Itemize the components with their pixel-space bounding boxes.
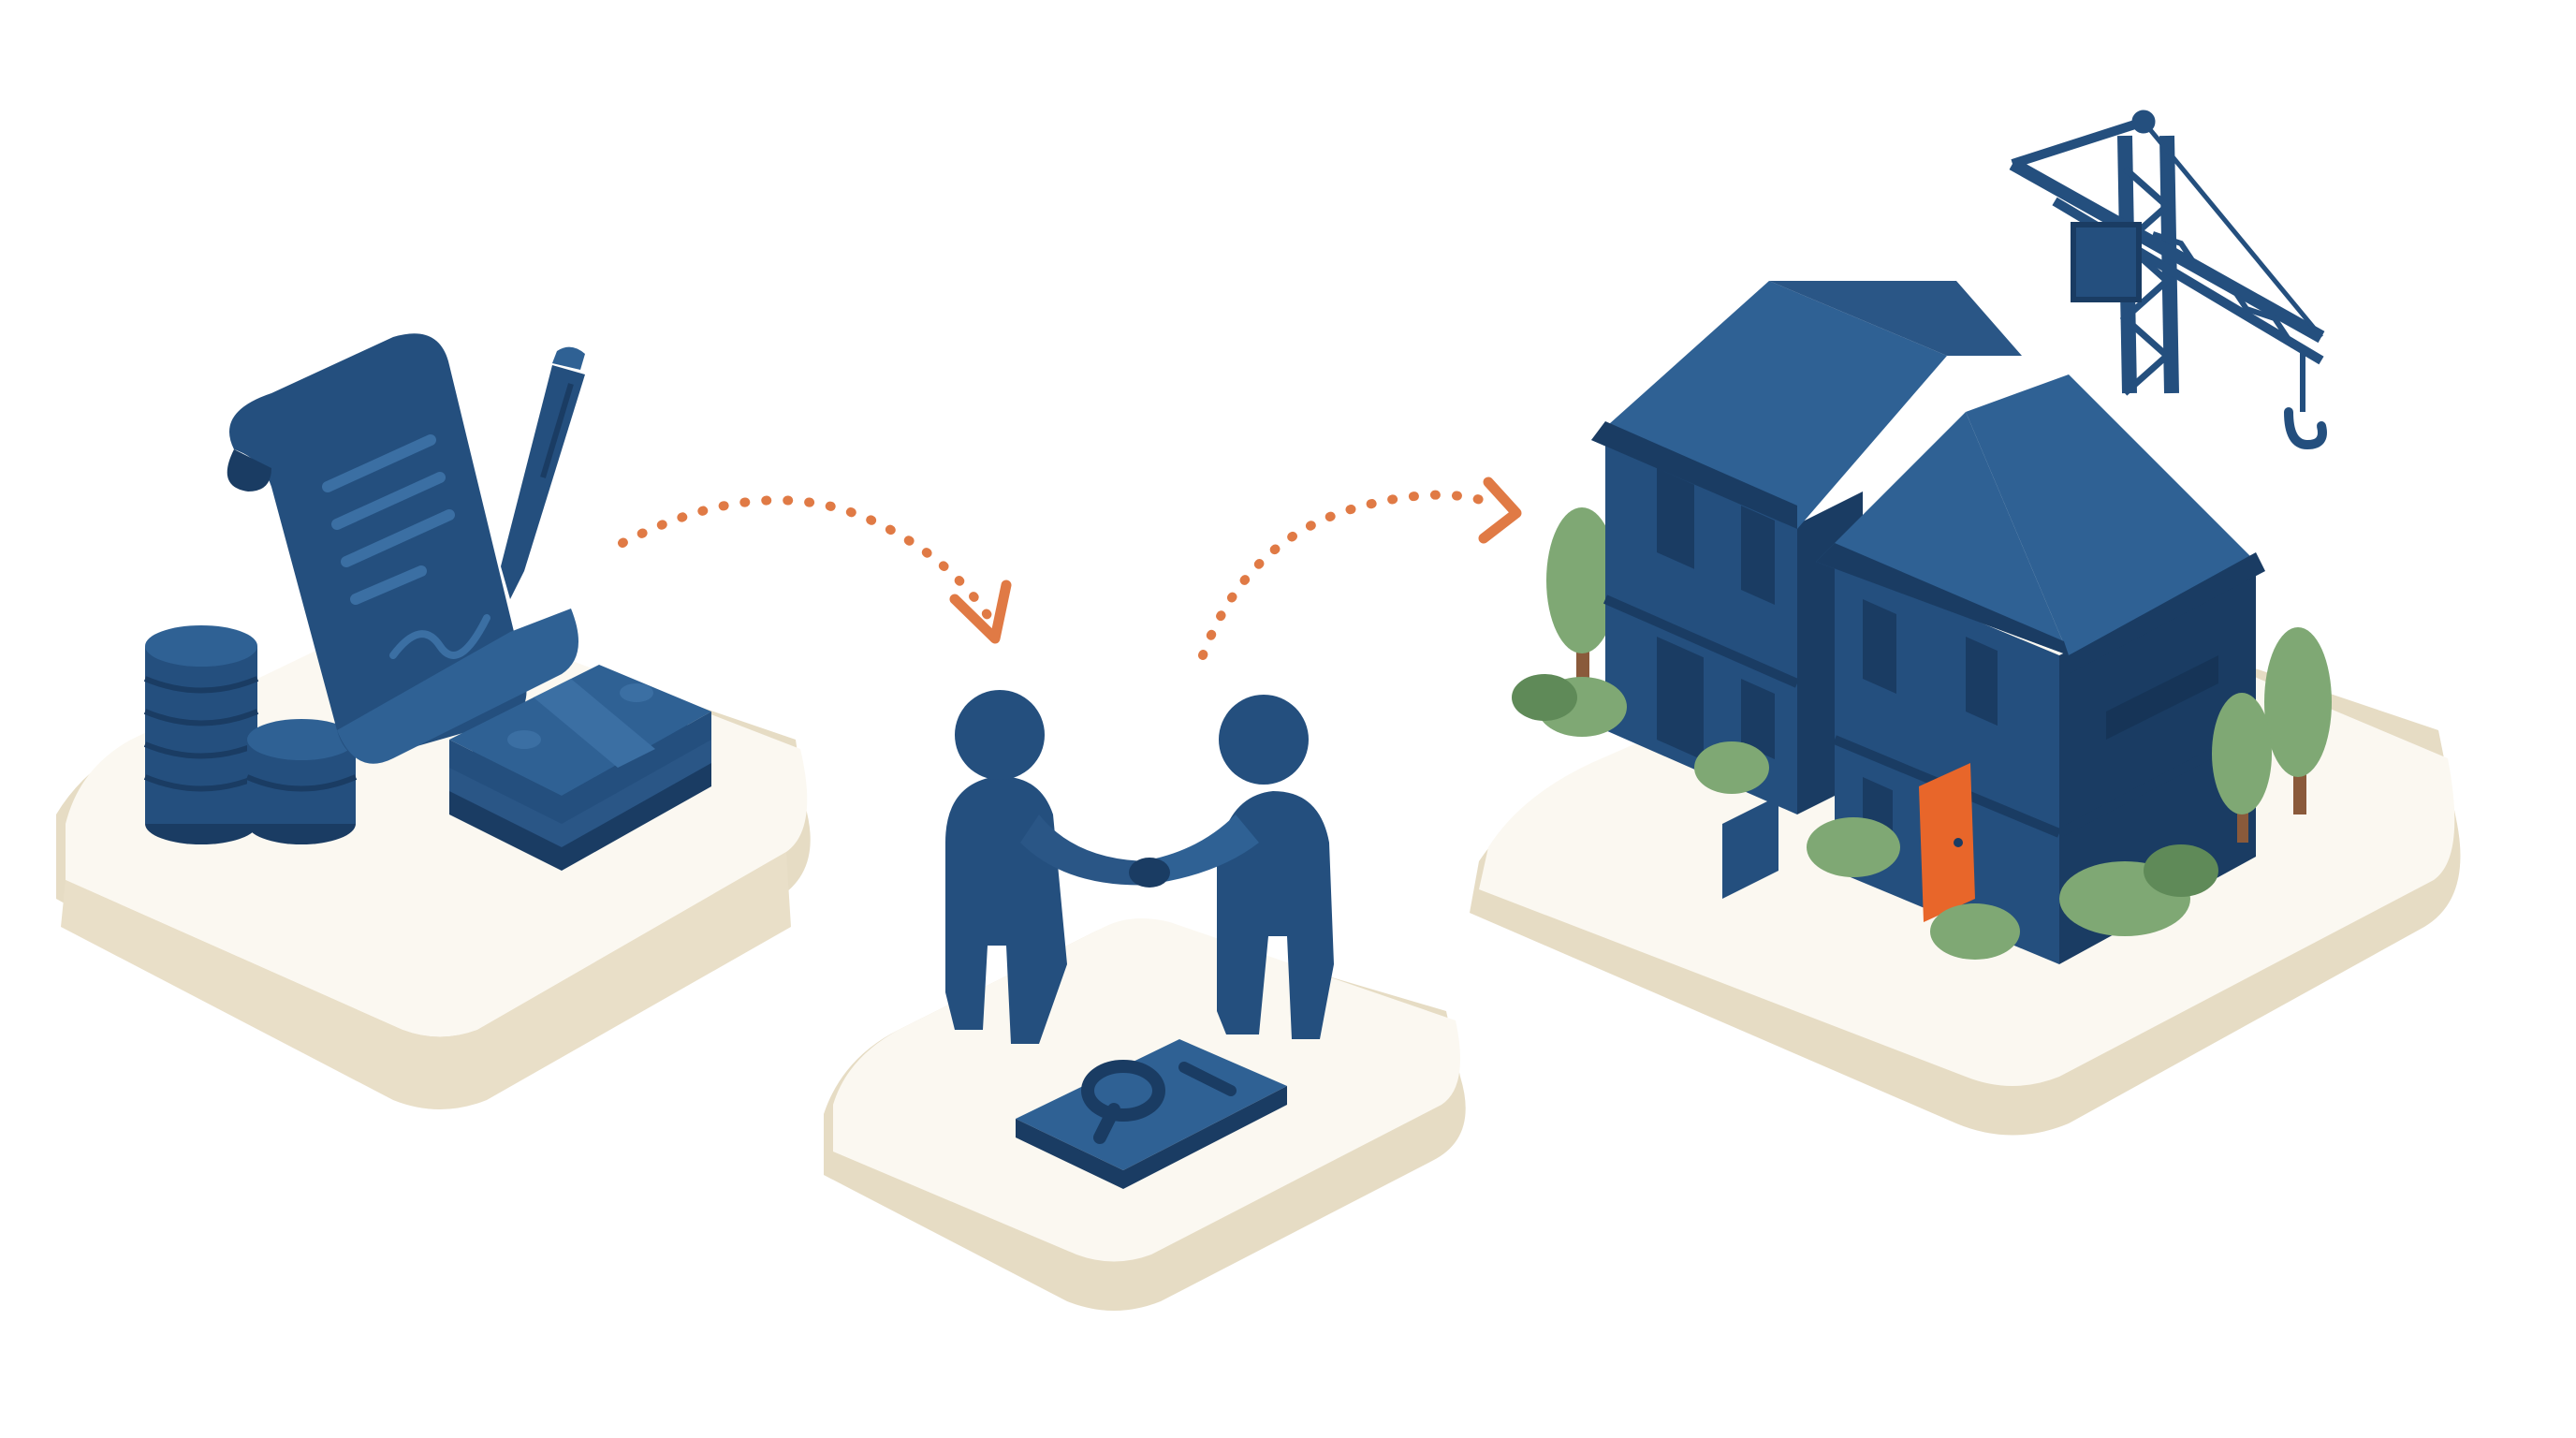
coin-stack-icon — [143, 625, 358, 844]
search-document-icon — [1016, 1039, 1287, 1189]
tree-icon — [1546, 507, 1617, 683]
tree-icon — [2212, 693, 2272, 843]
dotted-arrow-icon — [618, 495, 1012, 644]
contract-scroll-icon — [227, 333, 578, 764]
bush-icon — [1512, 674, 2218, 960]
construction-crane-icon — [2009, 110, 2327, 450]
dotted-arrow-icon — [1198, 477, 1522, 660]
pen-icon — [501, 346, 585, 599]
banknote-bundle-icon — [449, 665, 711, 871]
handshake-figures-icon — [945, 690, 1334, 1044]
tree-icon — [2264, 627, 2332, 814]
